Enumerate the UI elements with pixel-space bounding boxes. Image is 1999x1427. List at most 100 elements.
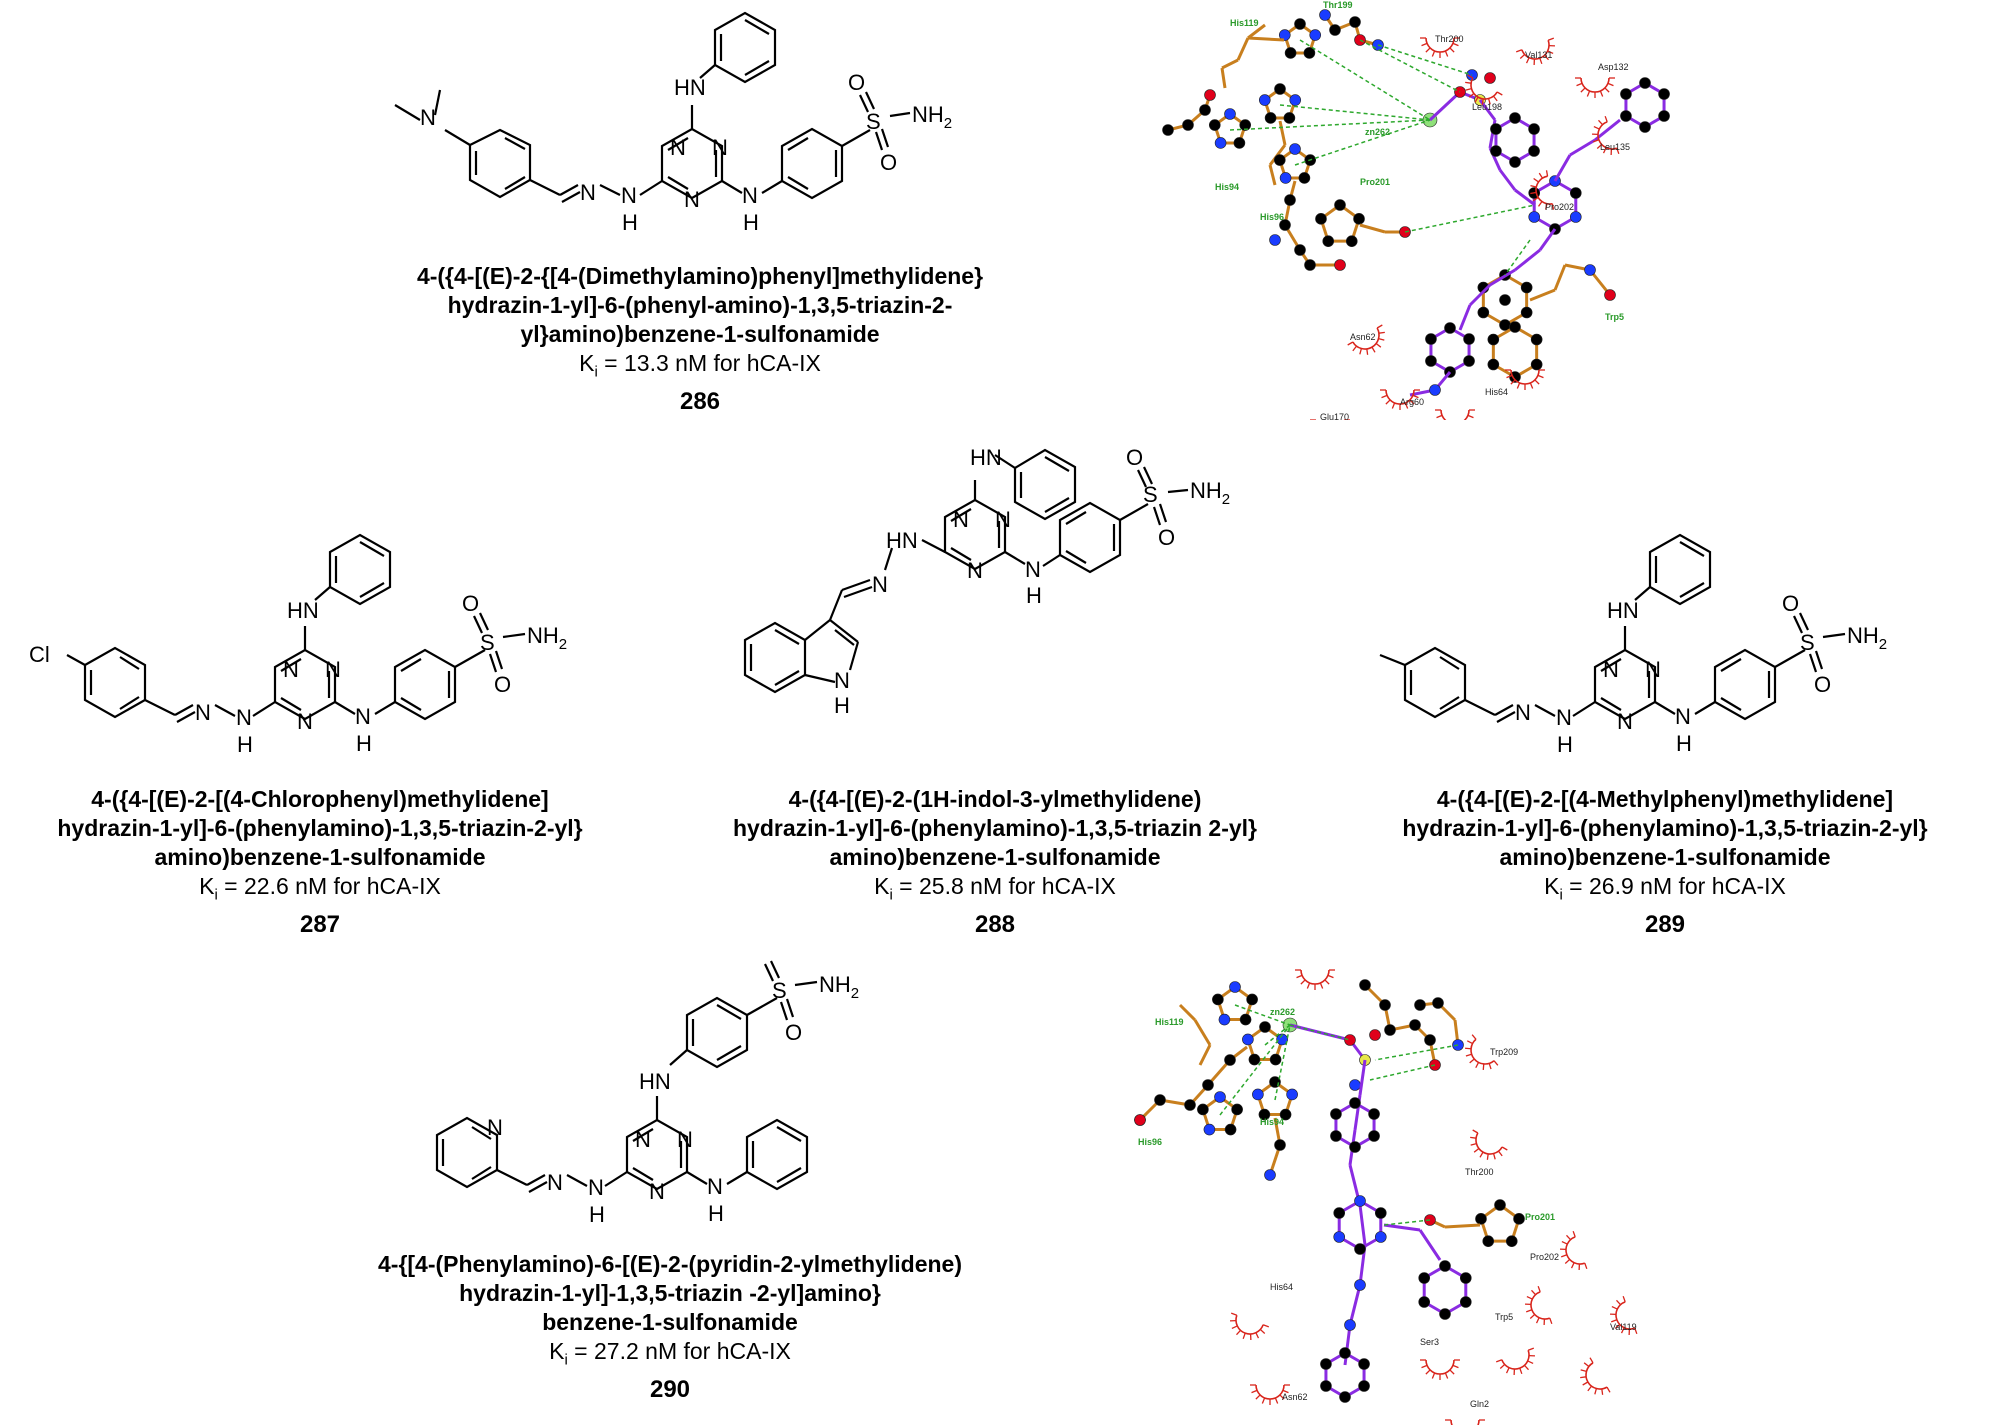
hydrophobic-spoke xyxy=(1545,170,1549,177)
hydrophobic-spoke xyxy=(1604,87,1610,93)
hydrophobic-spoke xyxy=(1587,1385,1592,1392)
hydrophobic-spoke xyxy=(1524,1303,1532,1306)
atom-c xyxy=(1444,322,1456,334)
bond xyxy=(1498,169,1517,191)
atom-N: N xyxy=(297,709,313,734)
atom-N: N xyxy=(677,1127,693,1152)
hydrophobic-spoke xyxy=(1282,1389,1289,1394)
hydrophobic-spoke xyxy=(1296,974,1303,979)
hydrophobic-spoke xyxy=(1381,394,1388,399)
hydrophobic-spoke xyxy=(1236,1329,1242,1336)
hydrophobic-spoke xyxy=(1231,1325,1238,1330)
atom-c xyxy=(1154,1094,1166,1106)
hydrophobic-spoke xyxy=(1527,1360,1534,1365)
atom-c xyxy=(1490,123,1502,135)
atom-NH2: NH2 xyxy=(1190,478,1230,508)
hydrophobic-contact-icon xyxy=(1495,1347,1536,1376)
hydrophobic-spoke xyxy=(1262,1324,1270,1328)
compound-name-line: benzene-1-sulfonamide xyxy=(542,1309,798,1335)
atom-c xyxy=(1414,999,1426,1011)
hydrophobic-spoke xyxy=(1230,1312,1238,1316)
hydrophobic-spoke xyxy=(1572,1230,1576,1238)
atom-c xyxy=(1353,213,1365,225)
hydrophobic-spoke xyxy=(1404,402,1409,409)
hydrophobic-spoke xyxy=(1449,47,1455,53)
hydrophobic-spoke xyxy=(1498,1150,1503,1157)
hydrophobic-spoke xyxy=(1251,1389,1258,1394)
atom-n xyxy=(1203,1123,1216,1136)
hydrophobic-spoke xyxy=(1324,979,1330,985)
atom-c xyxy=(1264,112,1277,124)
atom-c xyxy=(1329,24,1341,36)
atom-c xyxy=(1322,235,1335,247)
hydrophobic-contact-icon xyxy=(1580,1357,1611,1395)
hydrophobic-spoke xyxy=(1495,1359,1503,1363)
hydrophobic-spoke xyxy=(1589,1357,1594,1364)
caption-289: 4-({4-[(E)-2-[(4-Methylphenyl)methyliden… xyxy=(1340,785,1990,940)
bond xyxy=(1489,268,1516,287)
hydrophobic-spoke xyxy=(1609,1313,1617,1316)
atom-NH2: NH2 xyxy=(527,623,567,653)
hydrophobic-arc xyxy=(1470,1038,1495,1065)
hbond-line xyxy=(1404,204,1536,233)
atom-N: N xyxy=(1675,704,1691,729)
bond xyxy=(1178,1003,1197,1022)
hydrophobic-spoke xyxy=(1327,974,1334,979)
residue-label: His94 xyxy=(1215,182,1239,192)
atom-c xyxy=(1182,119,1194,131)
hydrophobic-spoke xyxy=(1527,1347,1535,1351)
atom-HN: HN xyxy=(674,75,706,100)
hydrophobic-spoke xyxy=(1385,399,1391,405)
atom-c xyxy=(1658,110,1670,122)
atom-o xyxy=(1134,1114,1146,1126)
hydrophobic-contact-icon xyxy=(1515,37,1556,66)
hydrophobic-contact-icon xyxy=(1435,409,1475,420)
hydrophobic-spoke xyxy=(1471,1034,1477,1040)
hbond-line xyxy=(1264,1024,1291,1046)
atom-c xyxy=(1239,1013,1252,1026)
atom-c xyxy=(1294,244,1306,256)
atom-c xyxy=(1239,119,1252,131)
residue-label: Thr200 xyxy=(1465,1167,1494,1177)
hydrophobic-spoke xyxy=(1601,1388,1604,1395)
residue-label: Trp5 xyxy=(1495,1312,1513,1322)
hydrophobic-spoke xyxy=(1580,87,1586,93)
hydrophobic-spoke xyxy=(1492,1153,1496,1160)
hydrophobic-spoke xyxy=(1620,1327,1625,1334)
hydrophobic-spoke xyxy=(1580,1369,1587,1373)
residue-label: Asn62 xyxy=(1350,332,1376,342)
hydrophobic-spoke xyxy=(1412,394,1419,399)
atom-c xyxy=(1246,993,1258,1006)
atom-c xyxy=(1494,1199,1506,1211)
atom-c xyxy=(1349,1097,1361,1109)
atom-S: S xyxy=(1143,482,1158,507)
bond xyxy=(1458,304,1472,331)
residue-label: Ser3 xyxy=(1420,1337,1439,1347)
bond xyxy=(1514,188,1536,207)
atom-c xyxy=(1620,88,1632,100)
atom-c xyxy=(1482,1235,1495,1247)
atom-c xyxy=(1274,1139,1286,1151)
hydrophobic-spoke xyxy=(1468,93,1475,98)
compound-name-line: 4-{[4-(Phenylamino)-6-[(E)-2-(pyridin-2-… xyxy=(378,1251,962,1277)
hydrophobic-spoke xyxy=(1465,81,1472,84)
hydrophobic-spoke xyxy=(1532,196,1539,202)
atom-H: H xyxy=(708,1201,724,1226)
residue-label: His94 xyxy=(1260,1117,1284,1127)
hydrophobic-spoke xyxy=(1634,1327,1638,1335)
hydrophobic-contact-icon xyxy=(1295,969,1335,990)
hydrophobic-spoke xyxy=(1528,1354,1536,1357)
hydrophobic-spoke xyxy=(1614,1323,1621,1329)
residue-label: His96 xyxy=(1138,1137,1162,1147)
hydrophobic-spoke xyxy=(1607,82,1614,87)
hbond-line xyxy=(1377,44,1473,76)
compound-number: 287 xyxy=(299,910,341,938)
atom-c xyxy=(1212,993,1224,1006)
hbond-line xyxy=(1274,1024,1291,1101)
atom-c xyxy=(1320,1380,1332,1392)
hydrophobic-spoke xyxy=(1602,147,1607,154)
hydrophobic-spoke xyxy=(1366,348,1369,355)
hydrophobic-spoke xyxy=(1431,50,1436,57)
bond xyxy=(1198,1044,1212,1066)
